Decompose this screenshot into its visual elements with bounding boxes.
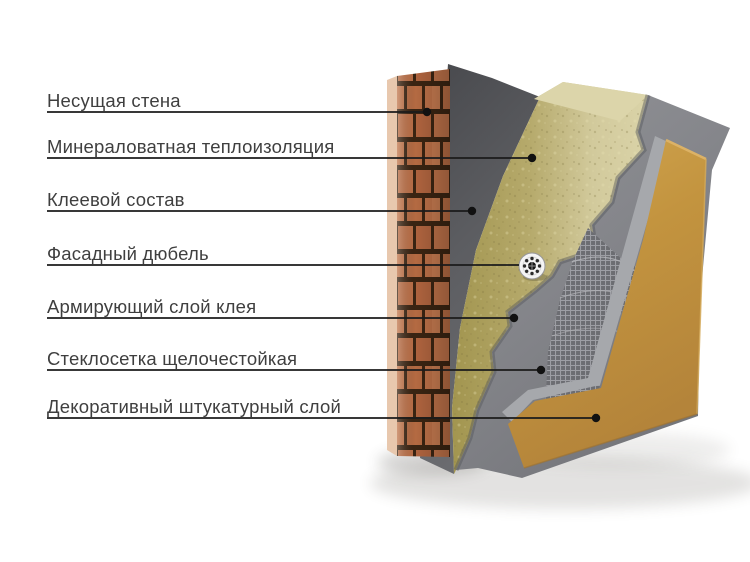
label-text: Несущая стена	[47, 90, 181, 111]
label-adhesive: Клеевой состав	[47, 189, 185, 210]
label-reinforcing-layer: Армирующий слой клея	[47, 296, 256, 317]
leader-dots	[422, 107, 601, 423]
leader-dot	[527, 153, 537, 163]
mineral-wool-shape	[452, 82, 648, 474]
facade-dowel-graphic	[518, 252, 547, 281]
label-text: Минераловатная теплоизоляция	[47, 136, 335, 157]
leader-lines	[47, 111, 593, 419]
label-mineral-wool: Минераловатная теплоизоляция	[47, 136, 334, 157]
reinforcing-edge-strip	[502, 136, 670, 422]
label-text: Стеклосетка щелочестойкая	[47, 348, 298, 369]
leader-dot	[467, 206, 477, 216]
label-decorative-plaster: Декоративный штукатурный слой	[47, 396, 341, 417]
label-text: Клеевой состав	[47, 189, 185, 210]
decorative-plaster-shape	[508, 138, 707, 469]
leader-dot	[536, 365, 546, 375]
leader-dot	[591, 413, 601, 423]
label-fiberglass-mesh: Стеклосетка щелочестойкая	[47, 348, 297, 369]
label-facade-dowel: Фасадный дюбель	[47, 243, 209, 264]
leader-dot	[509, 313, 519, 323]
brick-wall-shape	[387, 69, 450, 457]
leader-dot	[422, 107, 432, 117]
label-bearing-wall: Несущая стена	[47, 90, 181, 111]
label-text: Декоративный штукатурный слой	[47, 396, 342, 417]
label-text: Фасадный дюбель	[47, 243, 209, 264]
label-text: Армирующий слой клея	[47, 296, 257, 317]
